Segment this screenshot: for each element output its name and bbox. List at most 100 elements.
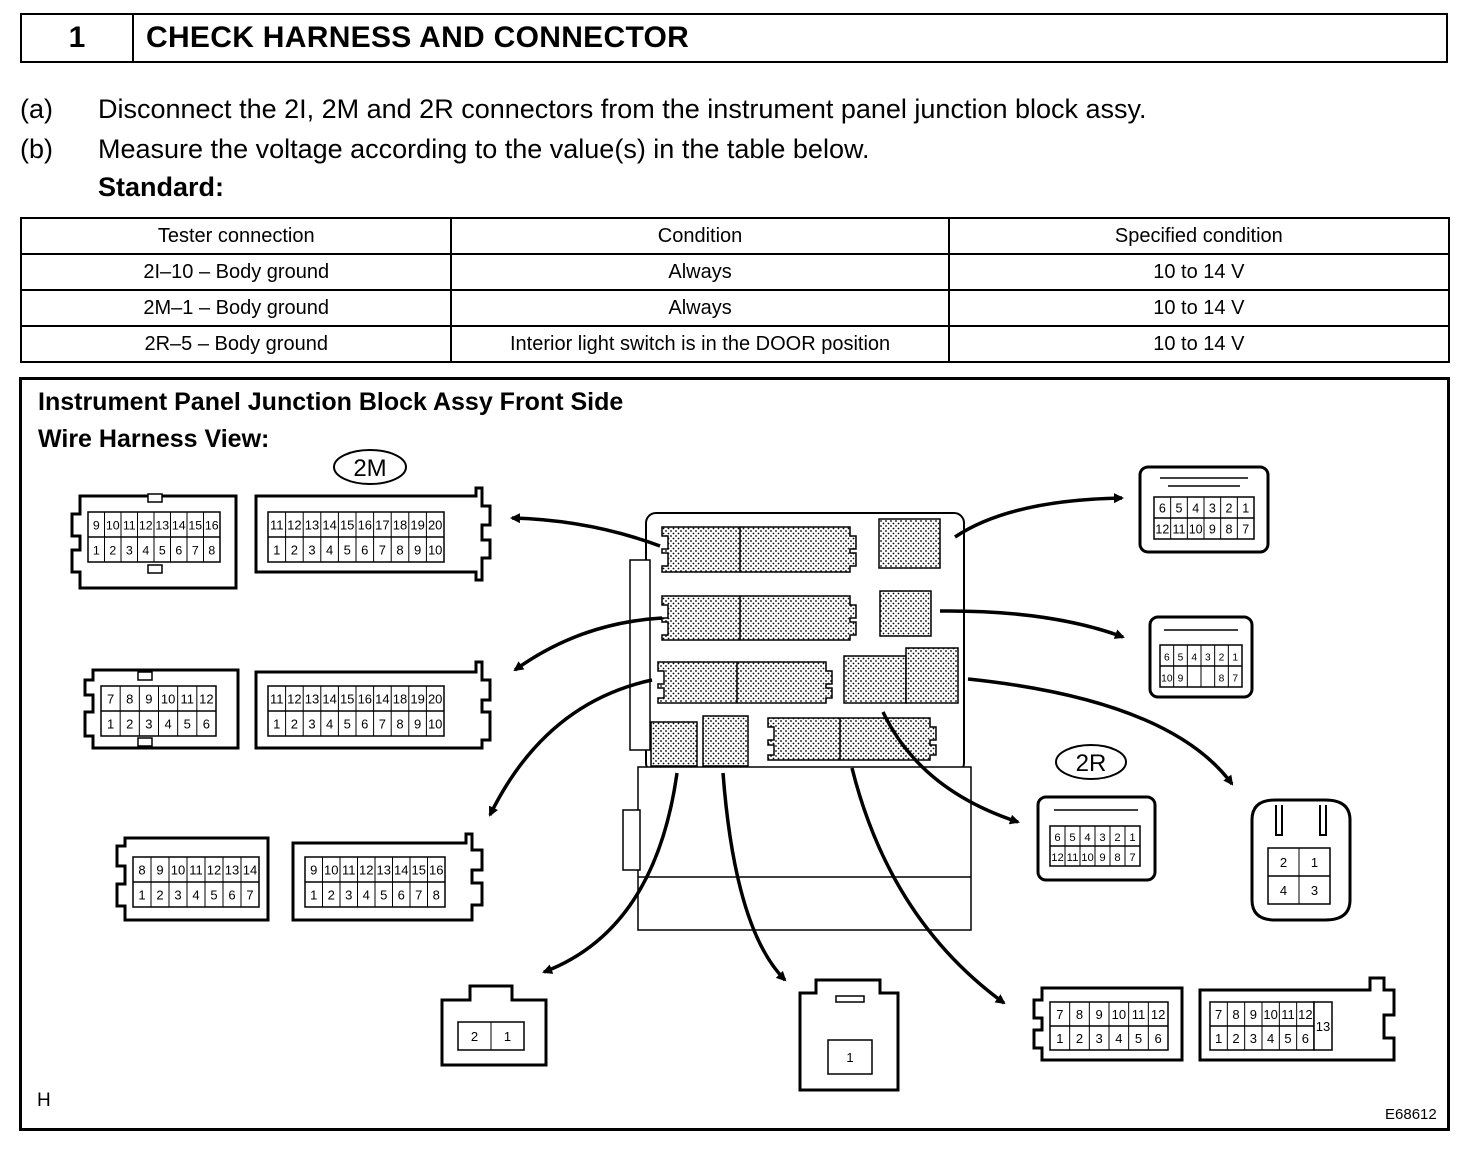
pin-label: 2 bbox=[156, 888, 163, 903]
pin-label: 3 bbox=[1311, 883, 1318, 898]
pin-label: 6 bbox=[361, 717, 368, 732]
pin-label: 11 bbox=[1132, 1007, 1146, 1022]
pin-label: 6 bbox=[1302, 1031, 1309, 1046]
socket-two bbox=[650, 721, 698, 767]
pin-label: 13 bbox=[225, 863, 239, 878]
pin-label: 6 bbox=[1054, 832, 1060, 844]
pin-label: 2 bbox=[109, 544, 116, 558]
pin-label: 5 bbox=[1135, 1031, 1142, 1046]
pin-label: 11 bbox=[181, 692, 195, 707]
table-cell: Always bbox=[450, 253, 950, 291]
pin-label: 4 bbox=[142, 544, 149, 558]
table-cell: 10 to 14 V bbox=[947, 325, 1451, 363]
pin-label: 7 bbox=[1129, 852, 1135, 864]
pin-label: 20 bbox=[428, 518, 442, 533]
pin-label: 9 bbox=[1178, 674, 1184, 685]
pin-label: 7 bbox=[379, 717, 386, 732]
pin-label: 1 bbox=[310, 888, 317, 903]
pin-label: 3 bbox=[145, 717, 152, 732]
pin-grid: 13 bbox=[1313, 1001, 1333, 1051]
table-cell: 2I–10 – Body ground bbox=[19, 253, 453, 291]
pin-label: 6 bbox=[1164, 653, 1170, 664]
pin-label: 4 bbox=[326, 717, 333, 732]
pin-label: 9 bbox=[145, 692, 152, 707]
pin-label: 9 bbox=[93, 519, 100, 533]
figure-code: E68612 bbox=[1385, 1106, 1437, 1123]
pin-label: 3 bbox=[345, 888, 352, 903]
socket-row4 bbox=[767, 717, 937, 761]
pin-label: 1 bbox=[273, 543, 280, 558]
pin-label: 11 bbox=[1281, 1007, 1295, 1022]
pin-label: 9 bbox=[310, 863, 317, 878]
pin-label: 1 bbox=[93, 544, 100, 558]
pin-label: 13 bbox=[305, 692, 319, 707]
pin-label: 11 bbox=[270, 518, 284, 533]
pin-label: 5 bbox=[1284, 1031, 1291, 1046]
step-title: CHECK HARNESS AND CONNECTOR bbox=[146, 21, 690, 54]
pin-label: 5 bbox=[159, 544, 166, 558]
pin-label: 10 bbox=[324, 863, 338, 878]
pin-label: 8 bbox=[1219, 674, 1225, 685]
pin-label: 7 bbox=[192, 544, 199, 558]
callout-2r-label: 2R bbox=[1076, 750, 1107, 777]
pin-label: 3 bbox=[1096, 1031, 1103, 1046]
arrows bbox=[488, 493, 1234, 1005]
pin-label: 12 bbox=[359, 863, 373, 878]
pin-label: 2 bbox=[471, 1029, 478, 1044]
table-row: 2I–10 – Body ground Always 10 to 14 V bbox=[19, 253, 1451, 291]
pin-label: 20 bbox=[428, 692, 442, 707]
pin-label: 7 bbox=[246, 888, 253, 903]
table-cell: 10 to 14 V bbox=[947, 253, 1451, 291]
socket-r1 bbox=[878, 518, 941, 569]
pin-label: 4 bbox=[192, 888, 199, 903]
pin-label: 10 bbox=[428, 717, 442, 732]
callout-2r: 2R bbox=[1055, 744, 1127, 780]
pin-grid: 1 bbox=[827, 1039, 873, 1075]
diagram-frame bbox=[19, 377, 1450, 1131]
pin-label: 18 bbox=[393, 692, 407, 707]
pin-label: 6 bbox=[398, 888, 405, 903]
pin-label: 5 bbox=[344, 543, 351, 558]
pin-label: 2 bbox=[126, 717, 133, 732]
pin-label: 11 bbox=[123, 519, 136, 533]
pin-label: 6 bbox=[1155, 1031, 1162, 1046]
pin-label: 2 bbox=[1114, 832, 1120, 844]
pin-label: 3 bbox=[174, 888, 181, 903]
pin-label: 9 bbox=[156, 863, 163, 878]
pin-label: 2 bbox=[1280, 855, 1287, 870]
diagram-title: Instrument Panel Junction Block Assy Fro… bbox=[38, 388, 624, 416]
pin-label: 8 bbox=[1114, 852, 1120, 864]
pin-label: 5 bbox=[184, 717, 191, 732]
pin-label: 1 bbox=[846, 1050, 853, 1065]
pin-label: 8 bbox=[1232, 1007, 1239, 1022]
pin-label: 5 bbox=[380, 888, 387, 903]
pin-label: 15 bbox=[188, 519, 202, 533]
pin-label: 1 bbox=[1215, 1031, 1222, 1046]
pin-label: 4 bbox=[164, 717, 171, 732]
pin-label: 6 bbox=[361, 543, 368, 558]
pin-label: 7 bbox=[107, 692, 114, 707]
pin-label: 4 bbox=[1192, 502, 1199, 516]
table-header-row: Tester connection Condition Specified co… bbox=[19, 217, 1451, 255]
pin-label: 16 bbox=[358, 518, 372, 533]
socket-row2 bbox=[661, 595, 857, 641]
pin-label: 10 bbox=[161, 692, 175, 707]
pin-label: 11 bbox=[342, 863, 356, 878]
pin-label: 16 bbox=[205, 519, 219, 533]
pin-label: 10 bbox=[171, 863, 185, 878]
callout-2m-label: 2M bbox=[353, 455, 386, 482]
pin-label: 5 bbox=[1178, 653, 1184, 664]
pin-label: 14 bbox=[243, 863, 257, 878]
socket-quad bbox=[905, 647, 959, 704]
pin-label: 9 bbox=[414, 543, 421, 558]
pin-label: 2 bbox=[1076, 1031, 1083, 1046]
pin-label: 12 bbox=[139, 519, 153, 533]
